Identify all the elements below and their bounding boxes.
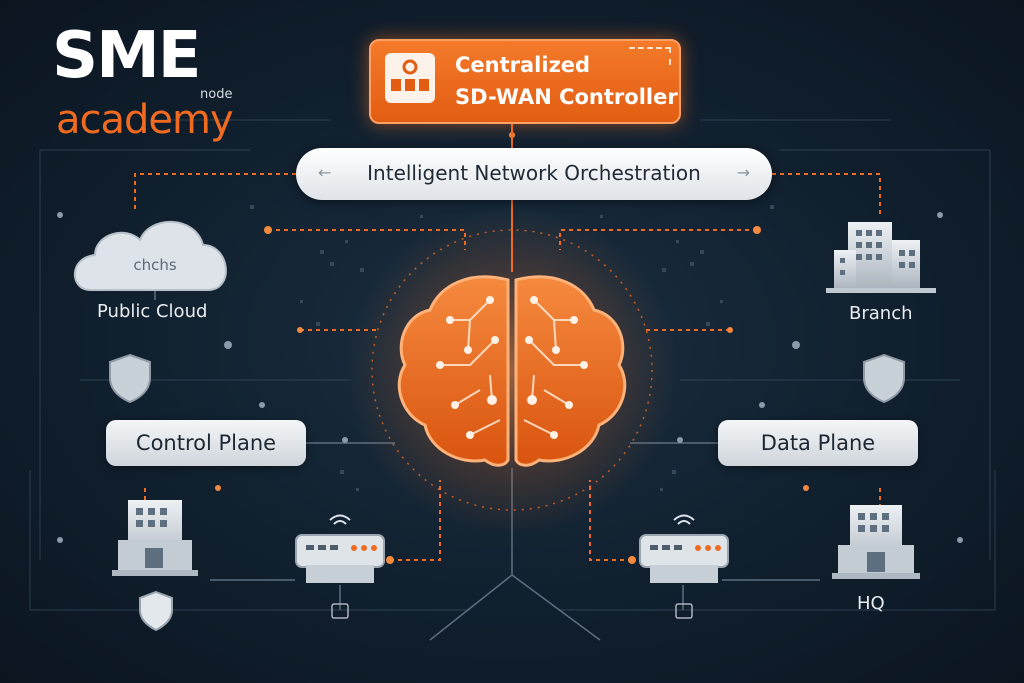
branch-label: Branch <box>849 303 913 324</box>
shield-icon <box>109 353 905 632</box>
right-arrow-icon: → <box>736 163 750 182</box>
orange-nodes <box>215 132 809 564</box>
brain-orbit <box>371 229 653 511</box>
control-plane-label: Control Plane <box>135 431 277 455</box>
left-arrow-icon: ← <box>318 163 332 182</box>
hq-label: HQ <box>857 593 885 614</box>
control-plane-pill: Control Plane <box>106 420 306 466</box>
orchestration-label: Intelligent Network Orchestration <box>367 161 701 185</box>
controller-box: Centralized SD-WAN Controller <box>369 39 681 124</box>
router-icon <box>295 514 729 583</box>
logo-node: node <box>200 87 233 102</box>
data-plane-pill: Data Plane <box>718 420 918 466</box>
orchestration-pill: ← Intelligent Network Orchestration → <box>296 148 772 200</box>
port-icon <box>331 603 349 619</box>
controller-corner-decoration <box>629 47 671 65</box>
brain-icon <box>397 275 627 467</box>
controller-panel-icon <box>385 53 435 103</box>
grey-nodes <box>57 212 963 543</box>
logo-academy: academy <box>56 97 234 143</box>
left-building-icon <box>112 500 198 576</box>
cloud-text: chchs <box>133 256 177 274</box>
cloud-icon <box>73 220 227 291</box>
controller-title-line2: SD-WAN Controller <box>455 85 678 109</box>
public-cloud-label: Public Cloud <box>97 301 208 322</box>
branch-building-icon <box>826 222 936 293</box>
logo: SME node academy <box>52 24 282 140</box>
data-plane-label: Data Plane <box>760 431 876 455</box>
logo-sme: SME <box>52 19 201 93</box>
brain-glow <box>347 207 677 537</box>
port-icon <box>675 603 693 619</box>
controller-title-line1: Centralized <box>455 53 591 77</box>
pixel-noise <box>250 205 774 491</box>
hq-building-icon <box>832 505 920 579</box>
